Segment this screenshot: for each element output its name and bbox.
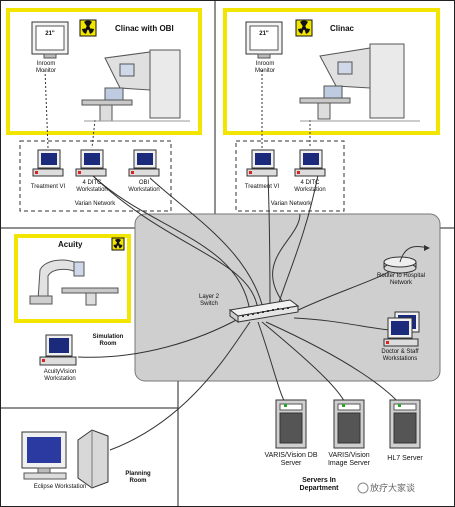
radiation-icon-clinac — [295, 19, 313, 37]
obi-workstation — [128, 149, 160, 177]
layer-2-switch — [228, 299, 300, 323]
radiation-icon-acuity — [111, 237, 125, 251]
doctor-staff-workstations — [383, 311, 420, 347]
hl7-server — [389, 399, 421, 449]
monitor-size-obi: 21" — [45, 31, 55, 37]
router — [383, 245, 430, 274]
varian-network-left-box — [19, 140, 172, 212]
varian-network-label-right: Varian Network — [270, 201, 312, 207]
watermark-text: 放疗大家谈 — [370, 483, 416, 493]
acuity-highlight — [14, 234, 131, 323]
4-ditc-label-left: 4 DITC Workstation — [76, 180, 108, 193]
acuityvision-workstation — [39, 334, 77, 366]
doctor-staff-label: Doctor & Staff Workstations — [381, 349, 419, 362]
treatment-vi-workstation-left — [32, 149, 64, 177]
treatment-vi-workstation-right — [246, 149, 278, 177]
obi-workstation-label: OBI Workstation — [128, 180, 160, 193]
planning-room-label: Planning Room — [125, 471, 151, 484]
treatment-vi-label-left: Treatment VI — [30, 184, 66, 190]
clinac-obi-highlight — [6, 8, 202, 135]
varian-network-label-left: Varian Network — [74, 201, 116, 207]
inroom-monitor-label-obi: Inroom Monitor — [35, 61, 56, 74]
acuity-simulator — [29, 259, 119, 306]
varis-vision-db-server — [275, 399, 307, 449]
monitor-size-clinac: 21" — [259, 31, 269, 37]
clinac-obi-title: Clinac with OBI — [115, 24, 174, 33]
inroom-monitor-clinac — [245, 21, 283, 59]
eclipse-workstation — [21, 429, 109, 489]
eclipse-label: Eclipse Workstation — [33, 484, 87, 490]
inroom-monitor-obi — [31, 21, 69, 59]
router-label: Router to Hospital Network — [376, 273, 426, 286]
4-ditc-label-right: 4 DITC Workstation — [294, 180, 326, 193]
4-ditc-workstation-left — [75, 149, 107, 177]
network-area — [134, 213, 441, 382]
radiation-icon-obi — [79, 19, 97, 37]
servers-dept-label: Servers In Department — [299, 477, 339, 492]
watermark-icon — [357, 482, 369, 494]
acuity-title: Acuity — [58, 240, 83, 249]
simulation-room-label: Simulation Room — [92, 334, 124, 347]
image-server-label: VARIS/Vision Image Server — [327, 452, 371, 467]
db-server-label: VARIS/Vision DB Server — [264, 452, 318, 467]
clinac-title: Clinac — [330, 24, 355, 33]
4-ditc-workstation-right — [294, 149, 326, 177]
inroom-monitor-label-clinac: Inroom Monitor — [254, 61, 275, 74]
acuityvision-label: AcuityVision Workstation — [43, 369, 77, 382]
treatment-vi-label-right: Treatment VI — [244, 184, 280, 190]
varian-network-right-box — [235, 140, 345, 212]
varis-vision-image-server — [333, 399, 365, 449]
clinac-machine — [299, 43, 420, 122]
clinac-highlight — [223, 8, 440, 135]
switch-label: Layer 2 Switch — [198, 294, 219, 307]
clinac-obi-machine — [81, 49, 190, 122]
hl7-server-label: HL7 Server — [387, 455, 423, 462]
